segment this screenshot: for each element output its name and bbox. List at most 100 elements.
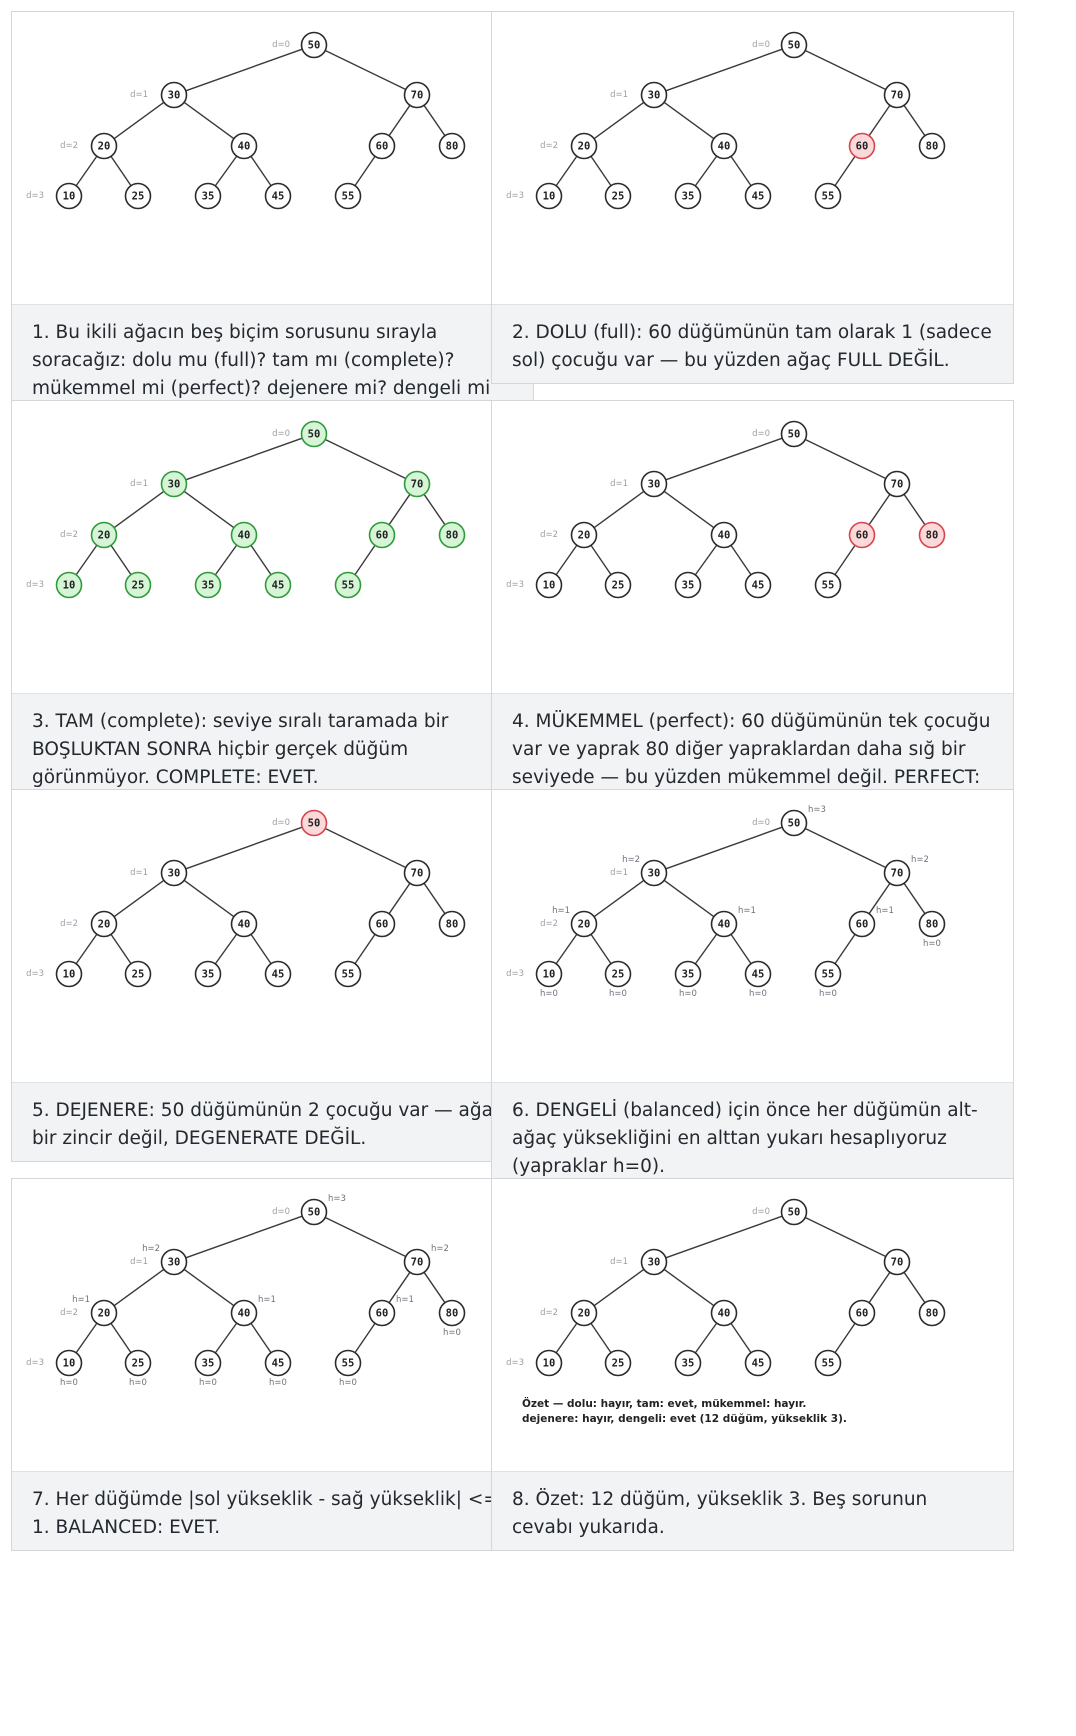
depth-label: d=0 <box>752 1207 770 1217</box>
node-circle <box>883 470 911 498</box>
node-label: 20 <box>98 1308 111 1320</box>
tree-node-45: 45 <box>264 182 292 210</box>
tree-node-20: 20 <box>90 132 118 160</box>
node-label: 70 <box>891 1257 904 1269</box>
tree-node-40: 40 <box>710 521 738 549</box>
tree-node-55: 55 <box>334 1349 362 1377</box>
edge-70-60 <box>868 493 891 526</box>
tree-node-50: 50 <box>780 31 808 59</box>
depth-label: d=3 <box>506 191 524 201</box>
node-label: 80 <box>926 1308 939 1320</box>
node-label: 40 <box>238 919 251 931</box>
tree-node-25: 25 <box>124 960 152 988</box>
node-circle <box>780 1198 808 1226</box>
edge-70-80 <box>903 882 926 915</box>
tree-node-25: 25 <box>124 571 152 599</box>
node-circle <box>918 521 946 549</box>
node-circle <box>848 910 876 938</box>
edge-50-70 <box>324 438 407 480</box>
node-circle <box>334 571 362 599</box>
node-circle <box>744 182 772 210</box>
tree-node-55: 55 <box>814 571 842 599</box>
height-label-20: h=1 <box>72 1295 90 1305</box>
node-circle <box>124 571 152 599</box>
node-label: 60 <box>856 530 869 542</box>
edge-20-10 <box>75 544 98 576</box>
node-label: 45 <box>272 191 285 203</box>
height-label-35: h=0 <box>199 1378 217 1388</box>
step-caption: 8. Özet: 12 düğüm, yükseklik 3. Beş soru… <box>492 1471 1013 1550</box>
edge-50-70 <box>324 827 407 869</box>
edge-50-30 <box>185 826 303 870</box>
depth-label: d=1 <box>130 479 148 489</box>
edge-40-45 <box>250 155 272 187</box>
height-label-35: h=0 <box>679 989 697 999</box>
node-label: 10 <box>543 580 556 592</box>
node-circle <box>334 182 362 210</box>
node-circle <box>814 182 842 210</box>
tree-node-35: 35 <box>674 960 702 988</box>
edge-40-45 <box>250 933 272 965</box>
edge-40-45 <box>730 933 752 965</box>
step-caption: 3. TAM (complete): seviye sıralı taramad… <box>12 693 533 800</box>
depth-label: d=0 <box>272 40 290 50</box>
tree-node-80: 80 <box>438 1299 466 1327</box>
node-label: 60 <box>376 1308 389 1320</box>
node-label: 25 <box>132 1358 145 1370</box>
edge-20-10 <box>75 1322 98 1354</box>
node-circle <box>674 1349 702 1377</box>
node-circle <box>124 182 152 210</box>
edge-40-45 <box>730 544 752 576</box>
node-label: 40 <box>238 530 251 542</box>
node-circle <box>744 1349 772 1377</box>
edge-30-20 <box>113 490 165 529</box>
node-circle <box>535 571 563 599</box>
node-label: 30 <box>168 479 181 491</box>
edge-30-20 <box>113 101 165 140</box>
node-label: 60 <box>856 919 869 931</box>
node-circle <box>230 132 258 160</box>
node-circle <box>604 1349 632 1377</box>
edge-40-35 <box>694 155 718 187</box>
tree-node-60: 60 <box>368 132 396 160</box>
node-circle <box>300 809 328 837</box>
edge-50-70 <box>804 49 887 91</box>
node-label: 10 <box>63 191 76 203</box>
node-circle <box>674 571 702 599</box>
tree-node-35: 35 <box>674 571 702 599</box>
node-label: 80 <box>926 919 939 931</box>
summary-line: Özet — dolu: hayır, tam: evet, mükemmel:… <box>522 1396 806 1410</box>
depth-label: d=0 <box>752 818 770 828</box>
node-label: 10 <box>63 1358 76 1370</box>
tree-node-70: 70 <box>403 81 431 109</box>
node-label: 60 <box>376 919 389 931</box>
node-circle <box>604 960 632 988</box>
tree-node-30: 30 <box>160 470 188 498</box>
node-label: 20 <box>578 1308 591 1320</box>
height-label-25: h=0 <box>129 1378 147 1388</box>
node-label: 50 <box>788 818 801 830</box>
edge-20-25 <box>590 544 612 576</box>
node-label: 25 <box>612 191 625 203</box>
node-circle <box>744 571 772 599</box>
edge-40-45 <box>730 1322 752 1354</box>
edge-40-35 <box>694 1322 718 1354</box>
tree-node-10: 10 <box>55 182 83 210</box>
node-label: 45 <box>752 969 765 981</box>
node-circle <box>438 1299 466 1327</box>
edge-50-70 <box>804 1216 887 1258</box>
depth-label: d=0 <box>272 1207 290 1217</box>
step-caption: 2. DOLU (full): 60 düğümünün tam olarak … <box>492 304 1013 383</box>
height-label-70: h=2 <box>911 855 929 865</box>
node-label: 10 <box>543 1358 556 1370</box>
node-circle <box>780 31 808 59</box>
node-circle <box>264 960 292 988</box>
tree-node-45: 45 <box>744 1349 772 1377</box>
tree-node-30: 30 <box>160 81 188 109</box>
tree-node-55: 55 <box>814 182 842 210</box>
edge-70-80 <box>903 1271 926 1304</box>
node-label: 55 <box>342 969 355 981</box>
node-label: 50 <box>788 1207 801 1219</box>
